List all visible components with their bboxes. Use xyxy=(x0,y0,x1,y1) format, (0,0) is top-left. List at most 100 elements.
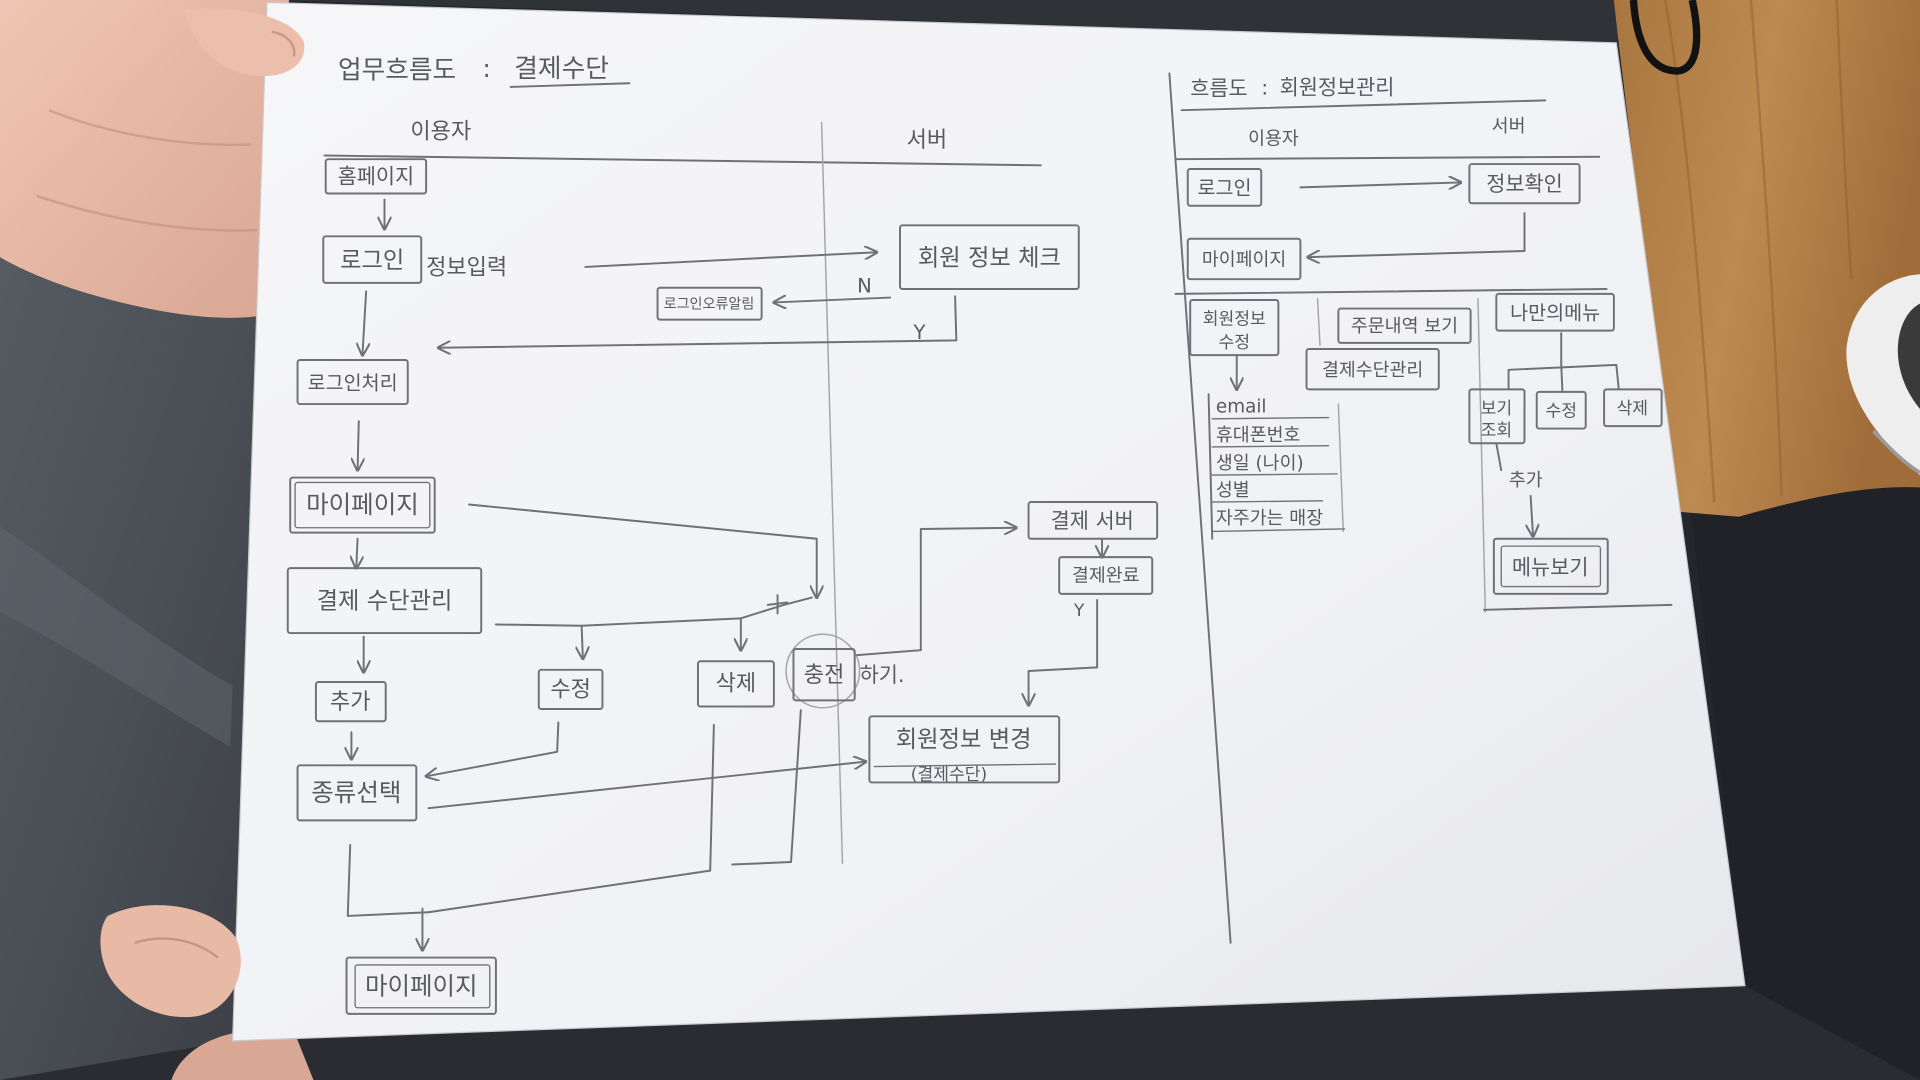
my-menu-box xyxy=(1495,292,1615,332)
payment-flow-subject-underline xyxy=(509,82,631,88)
left-hand-knuckle-creases xyxy=(36,109,258,232)
charge-box xyxy=(792,648,856,702)
login-error-alert-box xyxy=(656,286,763,321)
arrow-member-login-to-info-check xyxy=(1299,182,1460,187)
jeans-bottom xyxy=(0,979,1920,1080)
arrow-mypage-to-charge xyxy=(468,503,817,597)
charge-suffix-label: 하기. xyxy=(860,663,905,687)
mypage-return-box xyxy=(345,956,497,1015)
payment-server-label: 결제 서버 xyxy=(1051,509,1134,533)
mypage-return-box-inner xyxy=(354,964,491,1009)
charge-label: 충전 xyxy=(804,663,845,688)
payment-method-manage-label: 결제 수단관리 xyxy=(317,588,453,615)
payment-yes-label: Y xyxy=(1073,601,1085,621)
menu-delete-box xyxy=(1603,388,1663,428)
menu-edit-label: 수정 xyxy=(1545,401,1577,421)
member-mypage-label: 마이페이지 xyxy=(1202,250,1286,271)
field-gender: 성별 xyxy=(1216,480,1250,501)
arrow-charge-to-payment-server xyxy=(856,528,1016,657)
arrow-login-to-member-check xyxy=(584,252,876,268)
lane-server-header: 서버 xyxy=(907,128,948,153)
payment-flow-subject: 결제수단 xyxy=(514,54,609,84)
edit-label: 수정 xyxy=(550,678,591,703)
homepage-box xyxy=(324,158,428,195)
mypage-return-label: 마이페이지 xyxy=(365,971,478,1000)
connector-charge-down xyxy=(731,709,802,866)
delete-label: 삭제 xyxy=(716,672,757,697)
member-flow-title-underline xyxy=(1180,99,1547,112)
field-birthday-underline xyxy=(1211,473,1338,476)
arrow-login-to-login-process xyxy=(362,290,366,355)
left-hand-thumb-nail xyxy=(271,30,296,57)
order-history-box xyxy=(1337,307,1472,344)
mypage-box-inner xyxy=(294,481,431,529)
connector-delete-down xyxy=(427,723,715,914)
bottom-hand-thumb xyxy=(100,905,241,1018)
jeans-right xyxy=(1689,480,1920,1080)
member-login-label: 로그인 xyxy=(1197,177,1251,200)
payment-flow-title-separator: : xyxy=(482,54,490,83)
sneaker-sole xyxy=(1872,429,1920,475)
bottom-hand-fingers xyxy=(171,1029,314,1080)
field-email-underline xyxy=(1211,416,1330,420)
member-edit-label-line1: 회원정보 xyxy=(1203,309,1266,329)
arrow-info-check-to-mypage xyxy=(1308,212,1526,257)
mypage-box xyxy=(289,476,436,534)
member-mypage-box xyxy=(1186,237,1302,281)
delete-box xyxy=(696,660,775,708)
member-info-change-note: (결제수단) xyxy=(911,765,987,785)
add-label: 추가 xyxy=(330,690,371,715)
member-payment-manage-box xyxy=(1305,348,1440,391)
menu-delete-label: 삭제 xyxy=(1616,399,1648,419)
arrow-complete-to-member-change xyxy=(1029,599,1099,705)
info-check-box xyxy=(1468,163,1581,205)
arrow-branch-to-edit xyxy=(582,624,583,659)
paper-sheet xyxy=(232,1,1746,1042)
member-info-check-label: 회원 정보 체크 xyxy=(918,245,1061,272)
arrow-check-fail-to-error xyxy=(774,298,892,303)
login-info-input-label: 정보입력 xyxy=(426,255,507,280)
payment-server-box xyxy=(1027,501,1159,540)
field-gender-underline xyxy=(1211,500,1324,503)
member-edit-label-line2: 수정 xyxy=(1219,333,1251,353)
login-label: 로그인 xyxy=(340,247,404,274)
arrow-add-to-menu-view xyxy=(1531,494,1533,536)
branch-cross-mark xyxy=(766,594,789,615)
my-menu-label: 나만의메뉴 xyxy=(1510,302,1600,325)
member-section-line xyxy=(1174,288,1608,295)
fields-list-bracket xyxy=(1207,393,1214,540)
connector-view-to-add xyxy=(1495,442,1503,472)
arrow-edit-to-type-select xyxy=(426,721,560,776)
column-divider-1 xyxy=(1316,298,1321,347)
member-lane-user-header: 이용자 xyxy=(1248,128,1299,149)
info-check-label: 정보확인 xyxy=(1486,172,1563,196)
member-edit-box xyxy=(1189,299,1280,357)
charge-circle xyxy=(785,633,861,709)
my-menu-bottom-line xyxy=(1483,603,1673,611)
login-error-alert-label: 로그인오류알림 xyxy=(664,297,755,313)
branch-yes-label: Y xyxy=(912,321,925,344)
type-select-label: 종류선택 xyxy=(311,778,401,807)
member-lane-header-line xyxy=(1174,155,1601,161)
member-flowchart: 흐름도 : 회원정보관리 이용자 서버 로그인 정보확인 마이페이지 회원정보 … xyxy=(1168,72,1673,944)
menu-view-label: 보기 xyxy=(1481,399,1513,419)
login-process-box xyxy=(296,359,409,406)
jeans-top xyxy=(266,0,1629,43)
connector-type-select-down xyxy=(346,843,430,917)
login-process-label: 로그인처리 xyxy=(308,371,398,394)
lane-header-line xyxy=(323,154,1042,167)
member-payment-manage-label: 결제수단관리 xyxy=(1322,360,1423,381)
left-hand-fingers xyxy=(0,0,289,318)
arrow-mypage-to-payment-manage xyxy=(356,537,357,568)
fields-list-right-border xyxy=(1337,403,1344,533)
member-lane-server-header: 서버 xyxy=(1492,116,1526,137)
menu-view-box-inner xyxy=(1500,545,1602,588)
section-divider xyxy=(1168,72,1232,944)
payment-method-manage-box xyxy=(286,567,483,635)
homepage-label: 홈페이지 xyxy=(338,165,415,189)
arrow-type-select-to-member-change xyxy=(427,762,866,810)
member-info-change-label: 회원정보 변경 xyxy=(896,726,1032,753)
menu-edit-box xyxy=(1535,390,1587,430)
lane-divider xyxy=(820,121,844,864)
